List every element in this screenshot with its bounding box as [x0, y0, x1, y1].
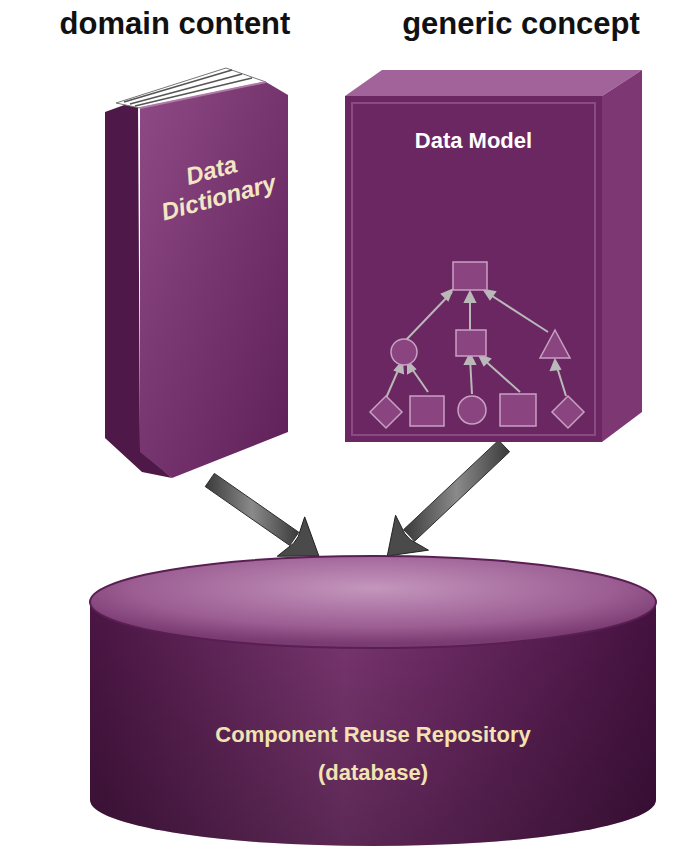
- arrow-shaft: [404, 440, 510, 541]
- repository-cylinder: Component Reuse Repository (database): [88, 556, 658, 856]
- cylinder-subtitle: (database): [108, 760, 638, 785]
- shape-part: [482, 358, 520, 392]
- flow-arrow: [387, 440, 509, 556]
- shape-part: [458, 396, 486, 424]
- cube-top: [345, 70, 642, 96]
- book-cover: [140, 82, 288, 478]
- cylinder-rim: [90, 556, 656, 648]
- shape-part: [391, 339, 417, 365]
- shape-part: [453, 262, 487, 290]
- shape-part: [465, 292, 475, 302]
- cylinder-title: Component Reuse Repository: [108, 722, 638, 747]
- flow-arrow: [205, 473, 319, 556]
- cylinder-top: [90, 556, 656, 648]
- data-dictionary-book: domain contentData Dictionary: [30, 6, 320, 480]
- cover-edge: [140, 82, 266, 108]
- tree-shapes: [370, 262, 584, 428]
- shape-part: [551, 360, 560, 370]
- cube-front: [345, 96, 602, 442]
- arrow-head: [387, 515, 428, 556]
- shape-part: [410, 396, 444, 426]
- shape-part: [370, 396, 402, 428]
- heading-label: generic concept: [352, 6, 690, 42]
- shape-part: [484, 290, 495, 299]
- arrow-head: [277, 517, 319, 556]
- heading-label: domain content: [30, 6, 320, 42]
- shape-part: [540, 330, 570, 358]
- arrow-shaft: [205, 473, 299, 545]
- cube-title: Data Model: [345, 128, 602, 153]
- shape-part: [486, 292, 548, 332]
- cube-side: [602, 70, 642, 442]
- shape-part: [456, 330, 486, 356]
- shape-part: [406, 292, 452, 340]
- data-model-cube: generic conceptData Model: [352, 6, 690, 446]
- shape-part: [500, 394, 536, 426]
- tree-links: [386, 290, 566, 398]
- shape-part: [442, 290, 452, 300]
- shape-part: [552, 396, 584, 428]
